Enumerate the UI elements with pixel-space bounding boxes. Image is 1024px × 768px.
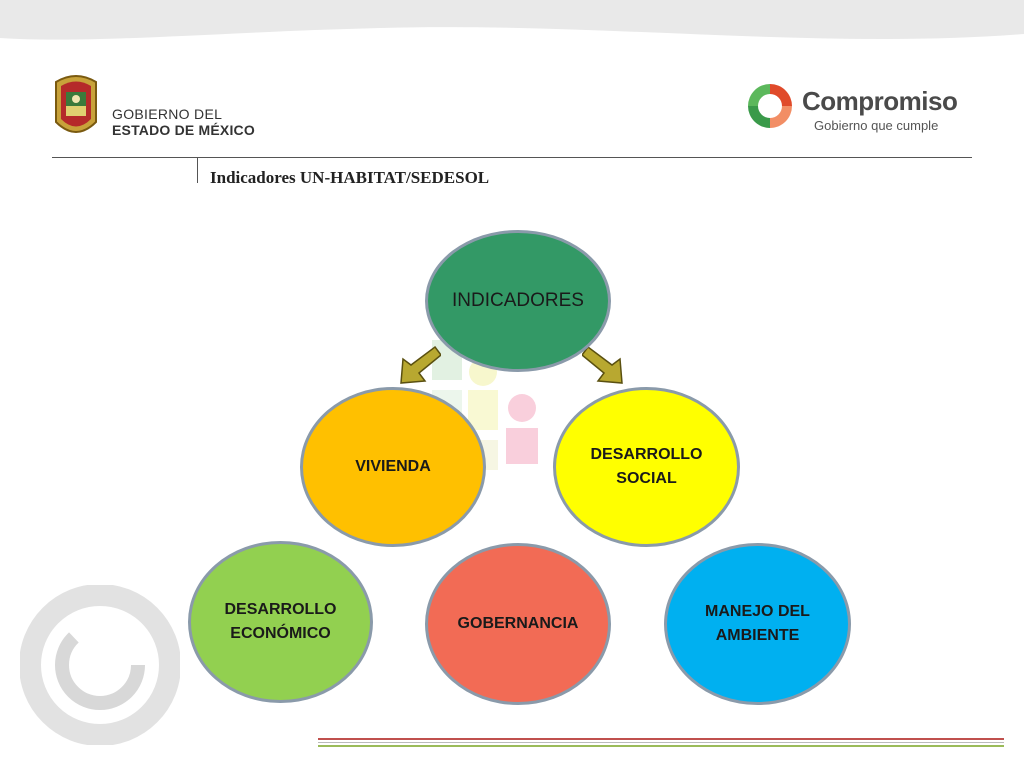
swirl-decoration — [20, 585, 180, 745]
footer-lines — [318, 738, 1004, 747]
node-vivienda: VIVIENDA — [300, 387, 486, 547]
node-gobernancia-label: GOBERNANCIA — [457, 615, 579, 632]
node-indicadores: INDICADORES — [425, 230, 611, 372]
node-manejo-del-ambiente-label: MANEJO DEL AMBIENTE — [705, 603, 810, 644]
government-header: GOBIERNO DEL ESTADO DE MÉXICO — [46, 72, 286, 142]
top-band — [0, 0, 1024, 40]
compromiso-header: Compromiso Gobierno que cumple — [742, 78, 972, 138]
node-gobernancia: GOBERNANCIA — [425, 543, 611, 705]
header-rule — [52, 157, 972, 158]
compromiso-subtitle: Gobierno que cumple — [814, 118, 939, 133]
compromiso-title: Compromiso — [802, 86, 958, 116]
compromiso-logo-icon — [748, 84, 792, 128]
title-divider — [197, 157, 198, 183]
node-indicadores-label: INDICADORES — [452, 290, 584, 311]
government-name-line2: ESTADO DE MÉXICO — [112, 122, 255, 138]
arrow-to-desarrollo-social — [582, 345, 623, 384]
node-desarrollo-social: DESARROLLO SOCIAL — [553, 387, 740, 547]
node-desarrollo-economico: DESARROLLO ECONÓMICO — [188, 541, 373, 703]
slide-title: Indicadores UN-HABITAT/SEDESOL — [210, 168, 490, 187]
node-desarrollo-social-label: DESARROLLO SOCIAL — [590, 446, 703, 487]
arrow-to-vivienda — [400, 345, 441, 384]
node-manejo-del-ambiente: MANEJO DEL AMBIENTE — [664, 543, 851, 705]
node-vivienda-label: VIVIENDA — [355, 458, 431, 475]
state-seal-icon — [55, 75, 97, 133]
node-desarrollo-economico-label: DESARROLLO ECONÓMICO — [224, 601, 337, 642]
government-name-line1: GOBIERNO DEL — [112, 106, 223, 122]
